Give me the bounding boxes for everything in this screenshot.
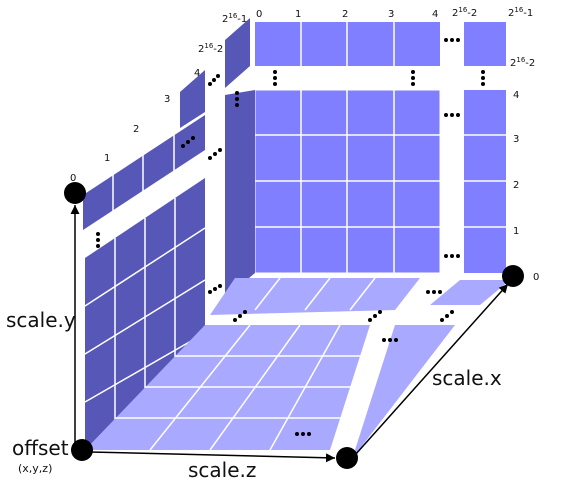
floor-plane [85, 277, 510, 455]
right-tick-3: 3 [513, 134, 519, 145]
top-tick-0: 0 [256, 9, 262, 20]
top-tick-n1: 216-1 [508, 6, 533, 19]
left-tick-n1: 216-1 [222, 12, 247, 25]
right-tick-labels: 216-2 4 3 2 1 0 [510, 56, 539, 283]
origin-point [71, 439, 93, 461]
left-tick-n2: 216-2 [198, 42, 223, 55]
top-tick-1: 1 [295, 9, 301, 20]
origin-sublabel: (x,y,z) [18, 462, 52, 475]
left-tick-0: 0 [70, 173, 76, 184]
axis-labels: scale.y scale.x scale.z offset (x,y,z) [6, 308, 502, 482]
top-tick-2: 2 [342, 9, 348, 20]
origin-label: offset [12, 436, 69, 460]
top-tick-3: 3 [388, 9, 394, 20]
y-end-point [64, 182, 86, 204]
left-tick-4: 4 [194, 68, 200, 79]
z-end-point [336, 447, 358, 469]
top-tick-4: 4 [432, 9, 438, 20]
axes [70, 205, 509, 463]
right-tick-4: 4 [513, 90, 519, 101]
z-axis-label: scale.z [188, 458, 256, 482]
top-tick-n2: 216-2 [452, 6, 477, 19]
back-plane [254, 22, 506, 274]
right-tick-0: 0 [533, 272, 539, 283]
top-tick-labels: 0 1 2 3 4 216-2 216-1 [256, 6, 533, 20]
left-tick-3: 3 [164, 94, 170, 105]
right-tick-n2: 216-2 [510, 56, 535, 69]
left-tick-labels: 0 1 2 3 4 216-2 216-1 [70, 12, 247, 184]
x-axis-arrow [354, 283, 509, 456]
back-panel-corner [464, 22, 506, 66]
right-tick-1: 1 [513, 226, 519, 237]
x-end-point [502, 265, 524, 287]
ellipsis-dots [96, 38, 485, 436]
right-tick-2: 2 [513, 180, 519, 191]
y-axis-label: scale.y [6, 308, 76, 332]
left-tick-2: 2 [133, 124, 139, 135]
x-axis-label: scale.x [432, 366, 502, 390]
z-axis-arrow [89, 451, 336, 463]
corner-points [64, 182, 524, 469]
left-tick-1: 1 [104, 153, 110, 164]
